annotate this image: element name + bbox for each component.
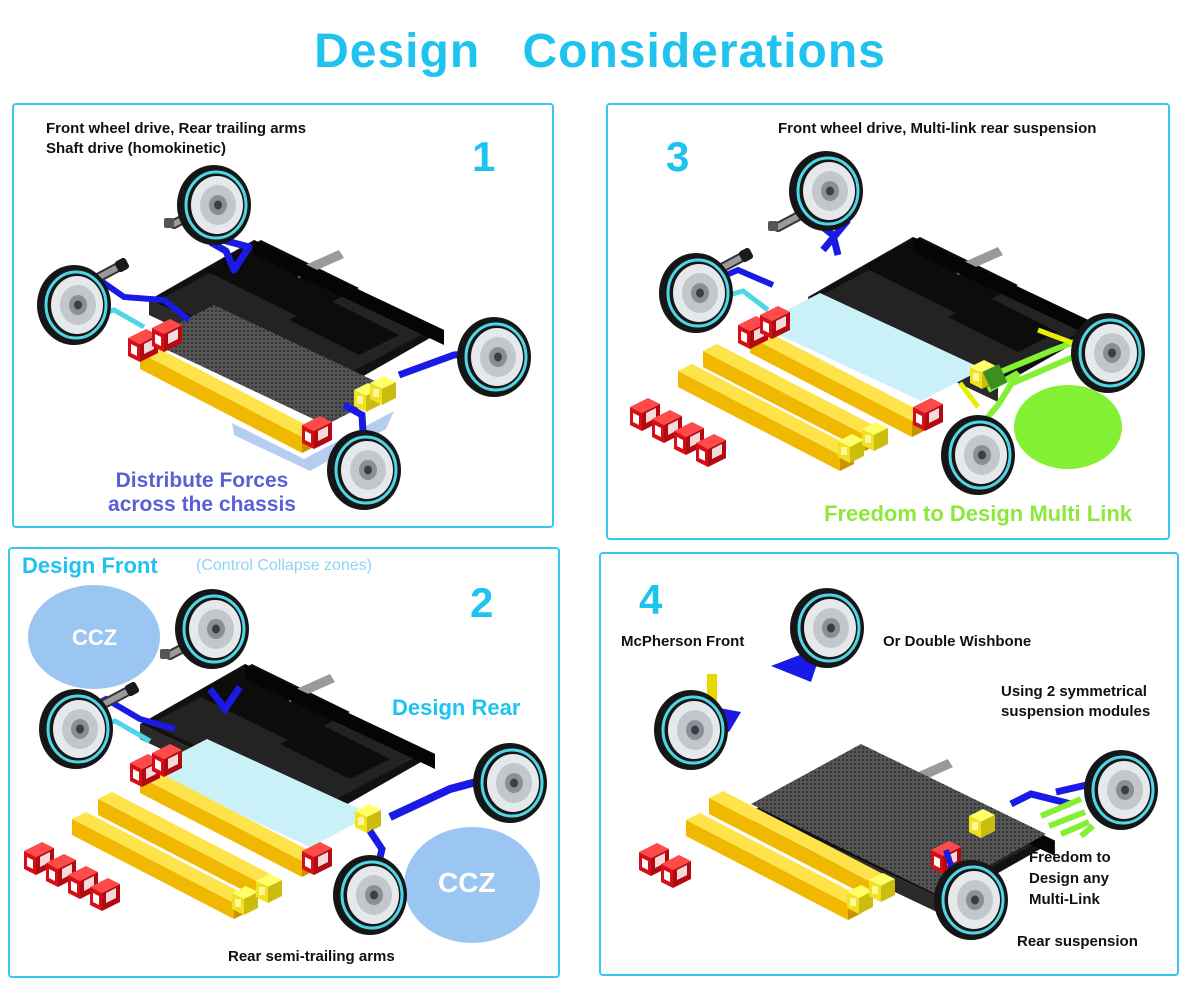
panel-2-number: 2 — [470, 579, 494, 626]
mcpherson-label: McPherson Front — [621, 633, 745, 650]
chassis-floor — [751, 744, 1046, 894]
chassis-floor — [145, 739, 372, 847]
modules-label-line2: suspension modules — [1001, 703, 1151, 720]
wheel-icon — [173, 587, 251, 671]
chassis-floor — [146, 305, 394, 425]
panel-4-number: 4 — [639, 576, 663, 623]
wheel-icon — [788, 586, 866, 670]
panel-2: Design Front (Control Collapse zones) 2 … — [8, 547, 560, 978]
chassis-floor — [758, 293, 983, 401]
panel-3-number: 3 — [666, 133, 690, 180]
panel-1-caption-line1: Front wheel drive, Rear trailing arms — [46, 120, 307, 137]
panel-2-caption: Rear semi-trailing arms — [228, 948, 395, 965]
modules-label-line1: Using 2 symmetrical — [1001, 683, 1147, 700]
double-wishbone-label: Or Double Wishbone — [883, 633, 1032, 650]
freedom-label-line3: Multi-Link — [1029, 891, 1100, 908]
freedom-label-line2: Design any — [1029, 870, 1110, 887]
page-title: Design Considerations — [314, 25, 886, 78]
ccz-rear-label: CCZ — [438, 867, 496, 898]
panel-2-subheading: (Control Collapse zones) — [196, 557, 373, 574]
chassis-illustration — [35, 163, 533, 512]
ccz-front-label: CCZ — [72, 625, 118, 650]
design-rear-label: Design Rear — [392, 695, 521, 720]
ccz-rear-zone — [404, 827, 540, 943]
panel-2-heading: Design Front — [22, 553, 158, 578]
chassis-illustration — [639, 586, 1160, 942]
panel-1-note-line1: Distribute Forces — [115, 469, 289, 492]
panel-3-caption: Front wheel drive, Multi-link rear suspe… — [778, 120, 1097, 137]
wheel-icon — [175, 163, 253, 247]
panel-1-note-line2: across the chassis — [108, 493, 296, 516]
panel-3: Front wheel drive, Multi-link rear suspe… — [606, 103, 1170, 540]
panel-1-number: 1 — [472, 133, 496, 180]
panel-4: 4 McPherson Front Or Double Wishbone Usi… — [599, 552, 1179, 976]
freedom-label-line1: Freedom to — [1029, 849, 1111, 866]
rear-suspension-label: Rear suspension — [1017, 933, 1138, 950]
panel-1: Front wheel drive, Rear trailing arms Sh… — [12, 103, 554, 528]
chassis-illustration — [630, 149, 1147, 497]
wheel-icon — [787, 149, 865, 233]
panel-1-caption-line2: Shaft drive (homokinetic) — [46, 140, 227, 157]
multilink-zone — [1014, 385, 1122, 469]
ccz-front-zone — [28, 585, 160, 689]
chassis-illustration — [24, 585, 549, 943]
panel-3-note: Freedom to Design Multi Link — [824, 501, 1133, 526]
